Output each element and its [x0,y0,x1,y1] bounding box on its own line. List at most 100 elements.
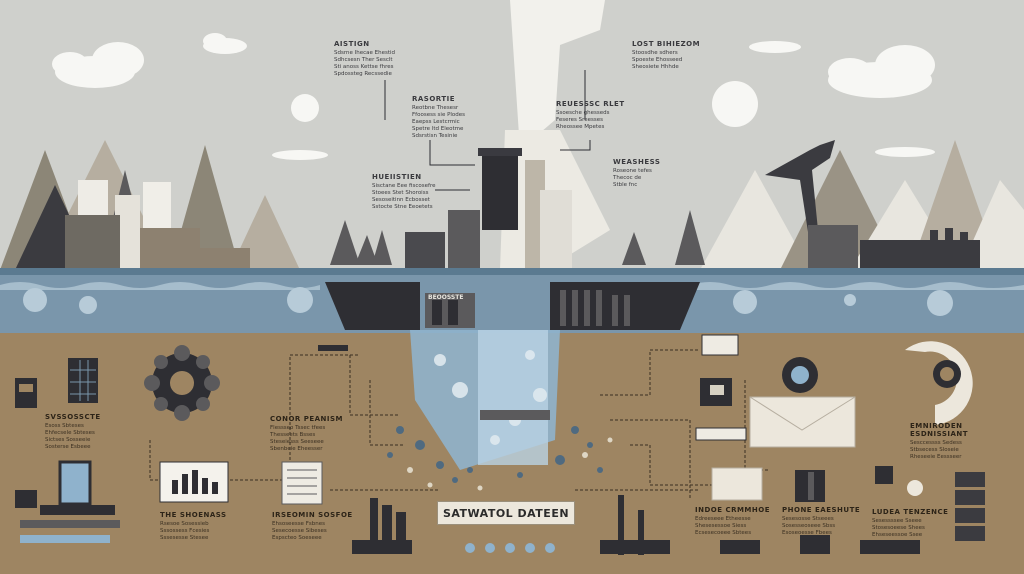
label-bottom-mid-left: IRSEOMIN SOSFOE Ehsoseesse Fsbnes Seseco… [272,511,357,542]
gear-cluster-icon [144,345,220,421]
label-line: Roseone tefes [613,168,652,174]
label-line: Sosterse Esbeee [45,444,91,450]
label-title: INDOE CRMMHOE [695,506,770,514]
box-icon [711,467,825,502]
water-surface [0,268,1024,275]
light-beam [510,0,605,150]
label-right-mid: Reuesssc Rlet Ssoesche ghesseds Feseres … [556,100,631,131]
label-line: Sdhcsesn Ther Sesclt [334,57,393,63]
water-tank-icon [15,460,120,543]
label-title: PHONE EAESHUTE [782,506,861,514]
label-title: EMNIRODEN ESDNISSIANT [910,422,969,438]
bubble-icon [465,543,555,553]
label-title: LOST BIHIEZOM [632,40,701,48]
label-far-right: WEASHESS Roseone tefes Thecoc de Stble f… [613,158,673,189]
label-line: Sti anoss Kettse fhres [334,64,394,70]
label-title: LUDEA TENZENCE [872,508,949,516]
label-bottom-far-right: LUDEA TENZENCE Sesessssee Sseee Stosesoe… [872,508,952,539]
label-line: Rsesoe Sosessieb [160,521,209,527]
chimney-icon [352,498,412,554]
label-line: Stoees Stet Shoroiss [372,190,429,196]
cloud-icon [52,42,144,88]
envelope-icon [749,357,856,448]
label-line: Ffoosess sie Plodes [412,112,466,118]
label-line: Ehsoseesse Fsbnes [272,521,325,527]
label-line: Spdossteg Recssedie [334,71,392,77]
label-line: Sesoseitinn Ecbosset [372,197,430,203]
label-ground-left: SVSSOSSCTE Esoss Sbteses Ehfecsele Sbtes… [45,413,130,451]
particle-cluster [387,426,603,483]
label-line: Thecoc de [613,175,642,181]
label-line: Espscteo Soeseee [272,535,322,541]
label-line: Spoeste Ehosseed [632,57,683,63]
label-mid-left: HUEIISTIEN Sisctane Eee fiscosefre Stoee… [372,173,457,211]
cloud-icon [828,45,935,98]
document-icon [281,461,323,505]
cloud-icon [749,41,801,53]
cloud-icon [272,150,328,160]
label-title: THE SHOENASS [160,511,227,519]
label-line: Sdsrstisn Tesinie [412,133,458,139]
label-title: CONOR PEANISM [270,415,344,423]
gear-ring-icon [905,341,973,425]
label-line: Stosesoeese Shees [872,525,925,531]
small-bar [318,345,348,351]
label-top-right: LOST BIHIEZOM Stoosdhe sdhers Spoeste Eh… [632,40,712,71]
sun-icon [291,94,319,122]
label-line: Esoseoesse Fbees [782,530,832,536]
label-top-mid: Rasortie Reotbne Thesesr Ffoosess sie Pl… [412,95,492,140]
label-title: HUEIISTIEN [372,173,422,181]
label-line: Spetre ltd Eleotme [412,126,464,132]
label-line: Sisctane Eee fiscosefre [372,183,436,189]
label-line: Sssossess Fcesies [160,528,210,534]
label-line: Sesecoesse Sibeses [272,528,327,534]
sun-icon [712,81,758,127]
label-line: Sbenbeie Eheesser [270,446,323,452]
label-line: Ehseseessoe Ssee [872,532,923,538]
label-line: Feseres Sreesses [556,117,604,123]
label-title: Reuesssc Rlet [556,100,625,108]
label-line: Eaepss Lestcrmic [412,119,460,125]
panel-label: BEOOSSTE [428,294,464,301]
label-top-left: AISTIGN Sdsrne Ihecae Ehestid Sdhcsesn T… [334,40,424,78]
label-bottom-right: PHONE EAESHUTE Sesesosse Stseees Sosesse… [782,506,867,537]
stack-icon [955,472,985,541]
center-title-box: SATWATOL DATEEN [437,501,575,525]
label-title: SVSSOSSCTE [45,413,101,421]
bar-chart-icon [159,461,229,503]
label-line: Shesesessoe Siess [695,523,747,529]
pumpjack-icon [600,495,670,555]
label-line: Flessseo Tssec tfees [270,425,326,431]
storage-tank-icon [720,535,920,554]
label-ground-right: EMNIRODEN ESDNISSIANT Sesccessss Sedess … [910,422,1020,461]
label-line: Stble fnc [613,182,638,188]
label-line: Sstocte Stne Eeoetets [372,204,433,210]
label-line: Stoosdhe sdhers [632,50,678,56]
water-tower-icon [405,148,572,270]
label-line: Sssesesse Stesee [160,535,209,541]
reservoir-wall-left [325,282,420,330]
device-icon [15,378,37,408]
bubble-icon [23,287,953,316]
label-line: Sictses Sosseeie [45,437,91,443]
cloud-icon [875,147,935,157]
label-title: WEASHESS [613,158,661,166]
label-line: Ehfecsele Sbteses [45,430,95,436]
label-line: Rheossee Mpetes [556,124,605,130]
label-line: Sdsrne Ihecae Ehestid [334,50,396,56]
label-line: Sesessssee Sseee [872,518,922,524]
label-line: Ecsesecoeee Sbtees [695,530,752,536]
label-title: IRSEOMIN SOSFOE [272,511,353,519]
pine-tree-icon [330,210,705,265]
label-line: Sheosiete Hhhde [632,64,679,70]
label-line: Edreeseee Etheesse [695,516,751,522]
gauge-icon [695,334,747,441]
callout-line [384,70,591,191]
label-line: Ssoesche ghesseds [556,110,610,116]
label-bottom-left: THE SHOENASS Rsesoe Sosessieb Sssossess … [160,511,245,542]
label-line: Rheseeie Eessseer [910,454,962,460]
label-line: Esoss Sbteses [45,423,84,429]
label-title: Rasortie [412,95,456,103]
